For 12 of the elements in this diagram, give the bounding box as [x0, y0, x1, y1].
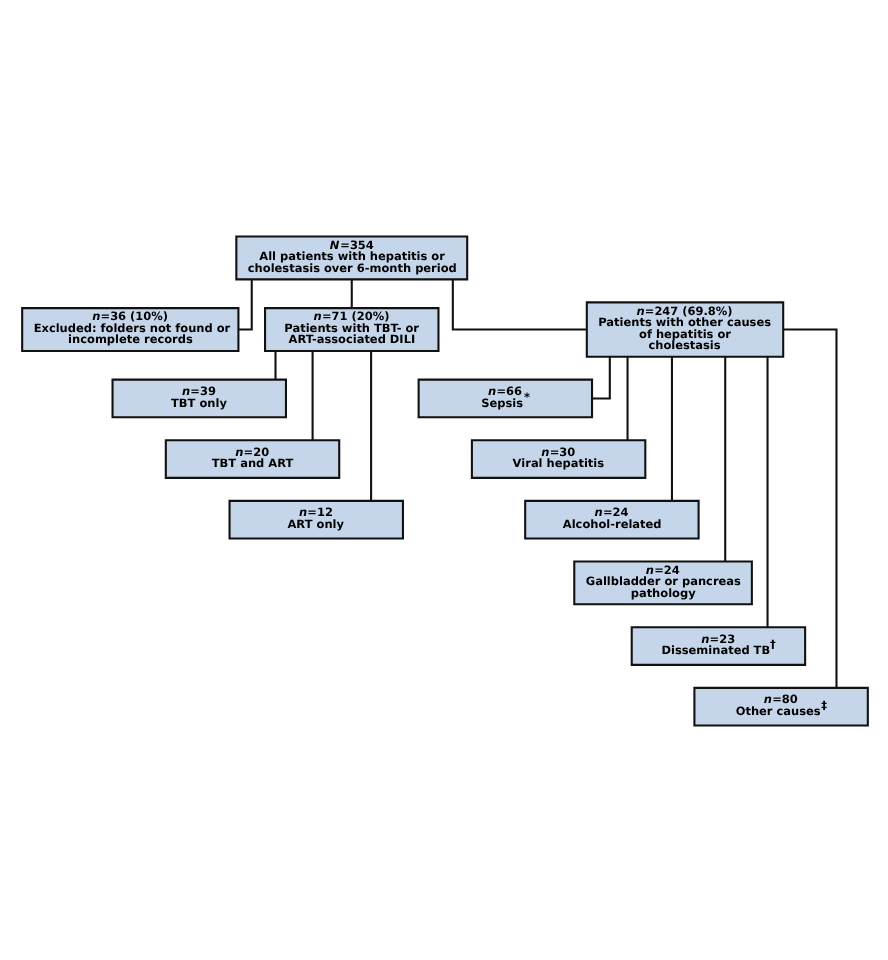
- connector: [591, 355, 610, 399]
- connector: [450, 278, 586, 330]
- connector: [310, 350, 313, 439]
- connector: [723, 356, 726, 561]
- connector: [349, 278, 352, 308]
- connector: [273, 349, 276, 379]
- connector: [369, 349, 372, 500]
- connector: [625, 356, 628, 439]
- connector: [669, 355, 672, 500]
- connector: [237, 278, 252, 330]
- connector: [765, 355, 768, 627]
- connector: [782, 327, 837, 687]
